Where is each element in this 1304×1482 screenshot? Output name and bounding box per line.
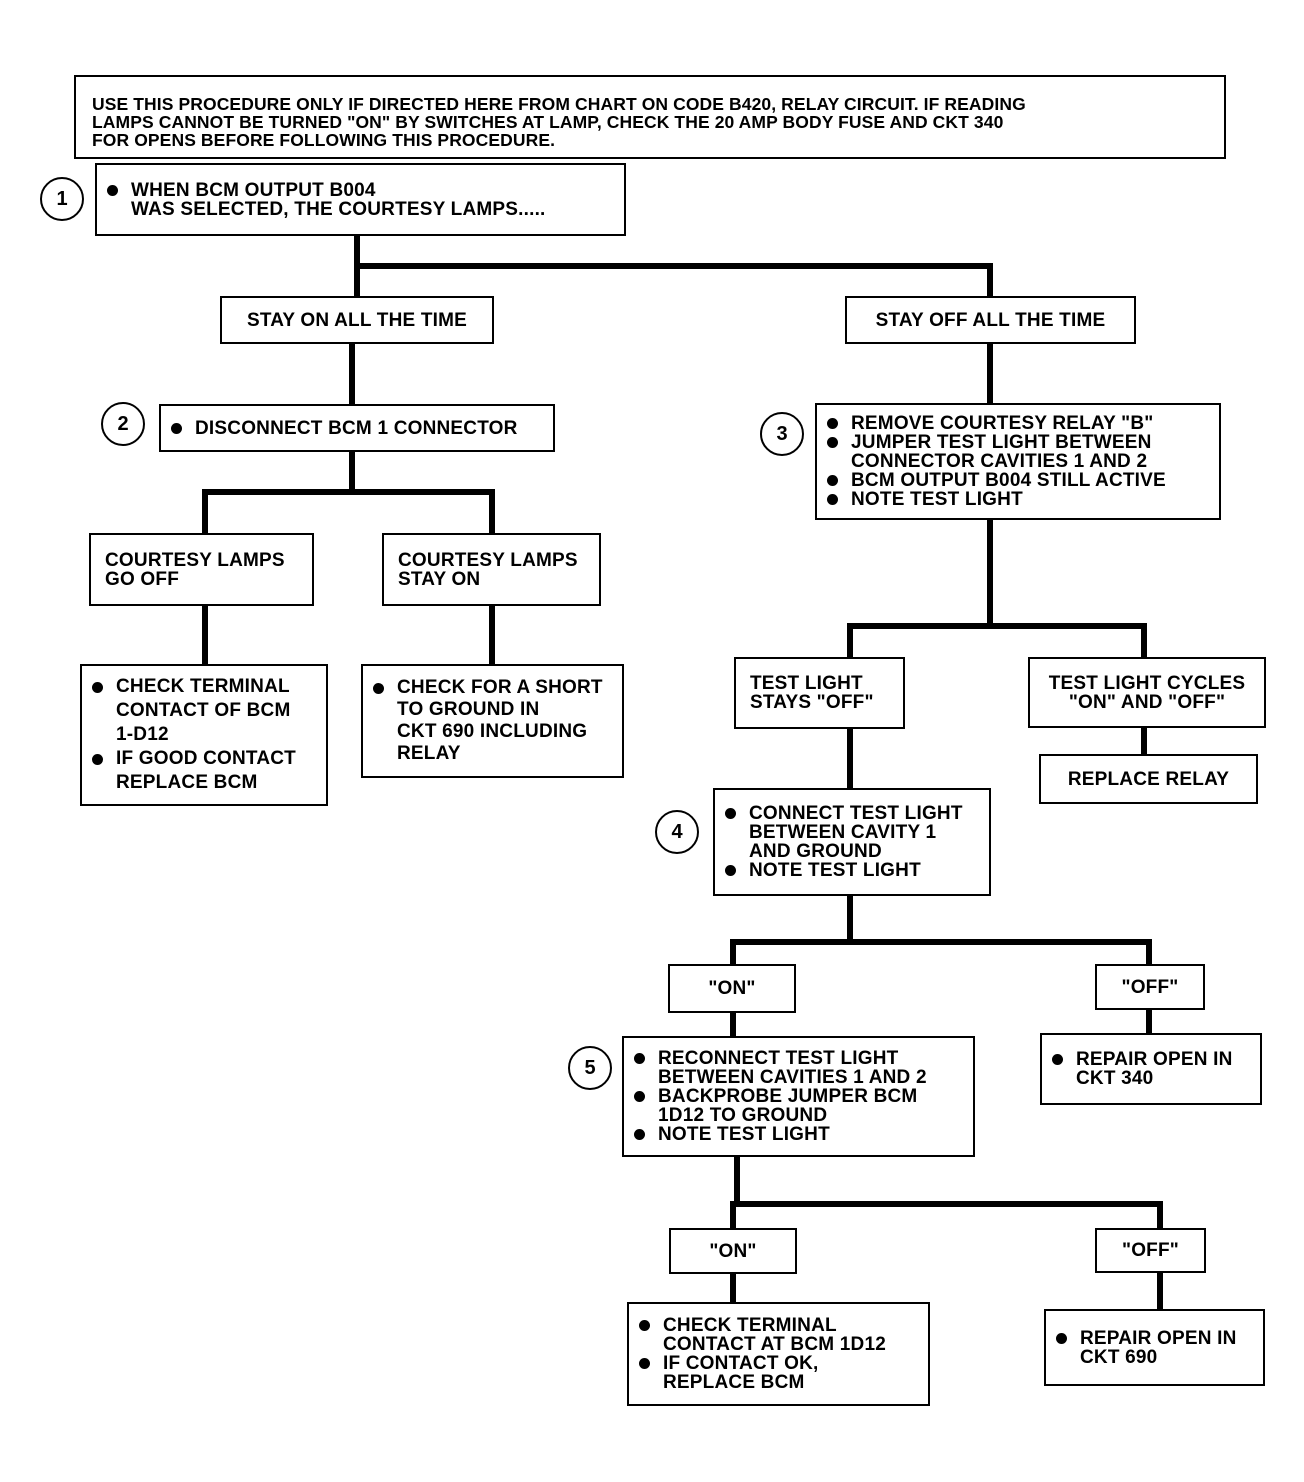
- procedure-note-line-2: LAMPS CANNOT BE TURNED "ON" BY SWITCHES …: [92, 112, 1004, 132]
- bullet-icon: [827, 418, 838, 429]
- action-repair-open-340: REPAIR OPEN IN CKT 340: [1040, 1033, 1262, 1105]
- step-4-text: NOTE TEST LIGHT: [749, 860, 921, 881]
- step-number-3: 3: [760, 412, 804, 456]
- connector-line: [354, 263, 993, 299]
- bullet-icon: [634, 1129, 645, 1140]
- action-text: CHECK TERMINAL CONTACT AT BCM 1D12: [663, 1315, 887, 1355]
- step-5-result-off: "OFF": [1095, 1228, 1206, 1273]
- action-text: REPAIR OPEN IN CKT 340: [1076, 1049, 1233, 1089]
- action-check-terminal-1d12: CHECK TERMINAL CONTACT OF BCM 1-D12 IF G…: [80, 664, 328, 806]
- action-item: REPAIR OPEN IN CKT 340: [1052, 1050, 1254, 1088]
- result-lamps-go-off: COURTESY LAMPS GO OFF: [89, 533, 314, 606]
- action-item: IF CONTACT OK, REPLACE BCM: [639, 1354, 922, 1392]
- step-1-text: WHEN BCM OUTPUT B004 WAS SELECTED, THE C…: [131, 179, 546, 220]
- bullet-icon: [107, 184, 118, 196]
- action-text: CHECK TERMINAL CONTACT OF BCM 1-D12: [116, 676, 291, 745]
- step-4-result-on: "ON": [668, 964, 796, 1013]
- action-text: IF CONTACT OK, REPLACE BCM: [663, 1353, 819, 1393]
- step-5-text: NOTE TEST LIGHT: [658, 1124, 830, 1145]
- connector-line: [730, 939, 1152, 967]
- step-2-text: DISCONNECT BCM 1 CONNECTOR: [195, 417, 518, 439]
- action-check-short-690: CHECK FOR A SHORT TO GROUND IN CKT 690 I…: [361, 664, 624, 778]
- connector-line: [847, 623, 1147, 660]
- step-5-item: NOTE TEST LIGHT: [634, 1125, 967, 1144]
- connector-line: [202, 489, 495, 536]
- action-replace-relay: REPLACE RELAY: [1039, 754, 1258, 804]
- bullet-icon: [92, 754, 103, 765]
- step-3-item: BCM OUTPUT B004 STILL ACTIVE: [827, 471, 1213, 490]
- action-item: CHECK TERMINAL CONTACT AT BCM 1D12: [639, 1316, 922, 1354]
- bullet-icon: [725, 808, 736, 819]
- step-1-item: WHEN BCM OUTPUT B004 WAS SELECTED, THE C…: [107, 181, 618, 219]
- action-text: CHECK FOR A SHORT TO GROUND IN CKT 690 I…: [397, 677, 603, 764]
- bullet-icon: [373, 683, 384, 694]
- step-3-box: REMOVE COURTESY RELAY "B" JUMPER TEST LI…: [815, 403, 1221, 520]
- step-3-text: JUMPER TEST LIGHT BETWEEN CONNECTOR CAVI…: [851, 432, 1152, 472]
- bullet-icon: [634, 1053, 645, 1064]
- step-2-item: DISCONNECT BCM 1 CONNECTOR: [171, 419, 547, 438]
- step-4-item: CONNECT TEST LIGHT BETWEEN CAVITY 1 AND …: [725, 804, 983, 861]
- step-3-text: BCM OUTPUT B004 STILL ACTIVE: [851, 470, 1166, 491]
- action-item: CHECK FOR A SHORT TO GROUND IN CKT 690 I…: [373, 677, 616, 765]
- connector-line: [734, 1201, 1163, 1231]
- bullet-icon: [827, 475, 838, 486]
- procedure-note: USE THIS PROCEDURE ONLY IF DIRECTED HERE…: [74, 75, 1226, 159]
- step-4-result-off: "OFF": [1095, 964, 1205, 1010]
- action-check-terminal-bcm: CHECK TERMINAL CONTACT AT BCM 1D12 IF CO…: [627, 1302, 930, 1406]
- bullet-icon: [639, 1358, 650, 1369]
- step-3-item: NOTE TEST LIGHT: [827, 490, 1213, 509]
- bullet-icon: [634, 1091, 645, 1102]
- step-number-2: 2: [101, 402, 145, 446]
- step-4-box: CONNECT TEST LIGHT BETWEEN CAVITY 1 AND …: [713, 788, 991, 896]
- step-4-text: CONNECT TEST LIGHT BETWEEN CAVITY 1 AND …: [749, 803, 963, 862]
- step-5-text: BACKPROBE JUMPER BCM 1D12 TO GROUND: [658, 1086, 918, 1126]
- step-number-5: 5: [568, 1046, 612, 1090]
- bullet-icon: [639, 1320, 650, 1331]
- branch-stay-on: STAY ON ALL THE TIME: [220, 296, 494, 344]
- step-3-text: REMOVE COURTESY RELAY "B": [851, 413, 1154, 434]
- action-text: REPAIR OPEN IN CKT 690: [1080, 1327, 1237, 1368]
- step-2-box: DISCONNECT BCM 1 CONNECTOR: [159, 404, 555, 452]
- procedure-note-line-3: FOR OPENS BEFORE FOLLOWING THIS PROCEDUR…: [92, 130, 556, 150]
- bullet-icon: [1056, 1332, 1067, 1344]
- step-number-4: 4: [655, 810, 699, 854]
- step-number-1: 1: [40, 177, 84, 221]
- bullet-icon: [827, 437, 838, 448]
- step-3-text: NOTE TEST LIGHT: [851, 489, 1023, 510]
- step-3-item: JUMPER TEST LIGHT BETWEEN CONNECTOR CAVI…: [827, 433, 1213, 471]
- step-3-item: REMOVE COURTESY RELAY "B": [827, 414, 1213, 433]
- bullet-icon: [725, 865, 736, 876]
- step-5-item: RECONNECT TEST LIGHT BETWEEN CAVITIES 1 …: [634, 1049, 967, 1087]
- bullet-icon: [92, 682, 103, 693]
- step-5-text: RECONNECT TEST LIGHT BETWEEN CAVITIES 1 …: [658, 1048, 927, 1088]
- step-5-item: BACKPROBE JUMPER BCM 1D12 TO GROUND: [634, 1087, 967, 1125]
- step-4-item: NOTE TEST LIGHT: [725, 861, 983, 880]
- step-5-box: RECONNECT TEST LIGHT BETWEEN CAVITIES 1 …: [622, 1036, 975, 1157]
- action-item: REPAIR OPEN IN CKT 690: [1056, 1329, 1257, 1367]
- result-test-light-cycles: TEST LIGHT CYCLES "ON" AND "OFF": [1028, 657, 1266, 728]
- step-5-result-on: "ON": [669, 1228, 797, 1274]
- result-test-light-stays-off: TEST LIGHT STAYS "OFF": [734, 657, 905, 729]
- procedure-note-line-1: USE THIS PROCEDURE ONLY IF DIRECTED HERE…: [92, 94, 1026, 114]
- bullet-icon: [1052, 1054, 1063, 1065]
- bullet-icon: [827, 494, 838, 505]
- action-item: CHECK TERMINAL CONTACT OF BCM 1-D12: [92, 675, 320, 747]
- action-text: IF GOOD CONTACT REPLACE BCM: [116, 748, 296, 793]
- bullet-icon: [171, 422, 182, 434]
- branch-stay-off: STAY OFF ALL THE TIME: [845, 296, 1136, 344]
- action-repair-open-690: REPAIR OPEN IN CKT 690: [1044, 1309, 1265, 1386]
- step-1-box: WHEN BCM OUTPUT B004 WAS SELECTED, THE C…: [95, 163, 626, 236]
- result-lamps-stay-on: COURTESY LAMPS STAY ON: [382, 533, 601, 606]
- action-item: IF GOOD CONTACT REPLACE BCM: [92, 747, 320, 795]
